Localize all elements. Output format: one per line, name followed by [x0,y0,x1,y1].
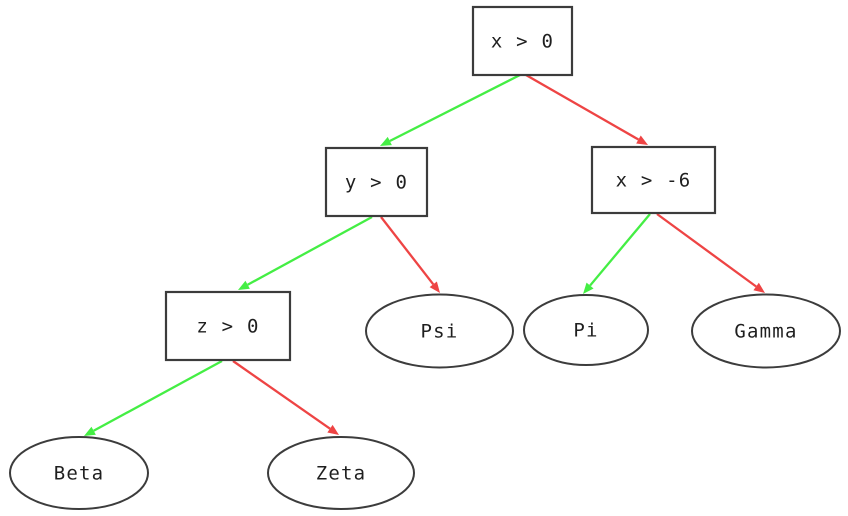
edge-line [232,360,331,430]
node-label: y > 0 [345,172,408,194]
edges-layer [84,73,765,436]
node-beta[interactable]: Beta [9,436,149,510]
node-z0[interactable]: z > 0 [164,290,292,362]
node-psi[interactable]: Psi [365,293,514,369]
node-label: Zeta [316,463,367,485]
edge-line [380,216,435,286]
edge-arrowhead [753,282,765,293]
edge-z0-zeta [232,360,339,435]
node-gamma[interactable]: Gamma [691,293,841,369]
node-label: x > -6 [616,170,692,192]
node-xm6[interactable]: x > -6 [590,145,717,215]
node-shape-rect [324,146,429,218]
node-label: Beta [54,463,105,485]
edge-arrowhead [84,426,96,436]
node-shape-ellipse [691,293,841,369]
node-shape-rect [471,5,574,77]
edge-line [389,73,521,143]
edge-line [656,213,757,288]
edge-y0-z0 [238,215,373,290]
edge-line [247,215,373,286]
edge-line [589,213,651,287]
node-zeta[interactable]: Zeta [267,436,415,510]
node-label: Psi [421,321,459,343]
node-shape-ellipse [523,294,649,366]
node-root[interactable]: x > 0 [471,5,574,77]
edge-arrowhead [636,135,648,145]
edge-line [525,74,640,141]
edge-y0-psi [380,216,440,293]
edge-arrowhead [327,424,339,435]
edge-root-xm6 [525,74,648,145]
node-shape-ellipse [9,436,149,510]
edge-xm6-pi [583,213,651,294]
node-label: Pi [573,320,598,342]
node-label: Gamma [734,321,797,343]
edge-line [93,359,223,432]
node-shape-rect [164,290,292,362]
edge-root-y0 [380,73,521,146]
edge-z0-beta [84,359,223,436]
node-shape-ellipse [365,293,514,369]
edge-arrowhead [238,280,250,290]
node-label: z > 0 [196,316,259,338]
edge-arrowhead [429,281,440,293]
edge-arrowhead [380,136,392,146]
node-pi[interactable]: Pi [523,294,649,366]
node-shape-rect [590,145,717,215]
node-y0[interactable]: y > 0 [324,146,429,218]
edge-xm6-gamma [656,213,765,293]
edge-arrowhead [583,282,594,294]
node-label: x > 0 [491,31,554,53]
node-shape-ellipse [267,436,415,510]
